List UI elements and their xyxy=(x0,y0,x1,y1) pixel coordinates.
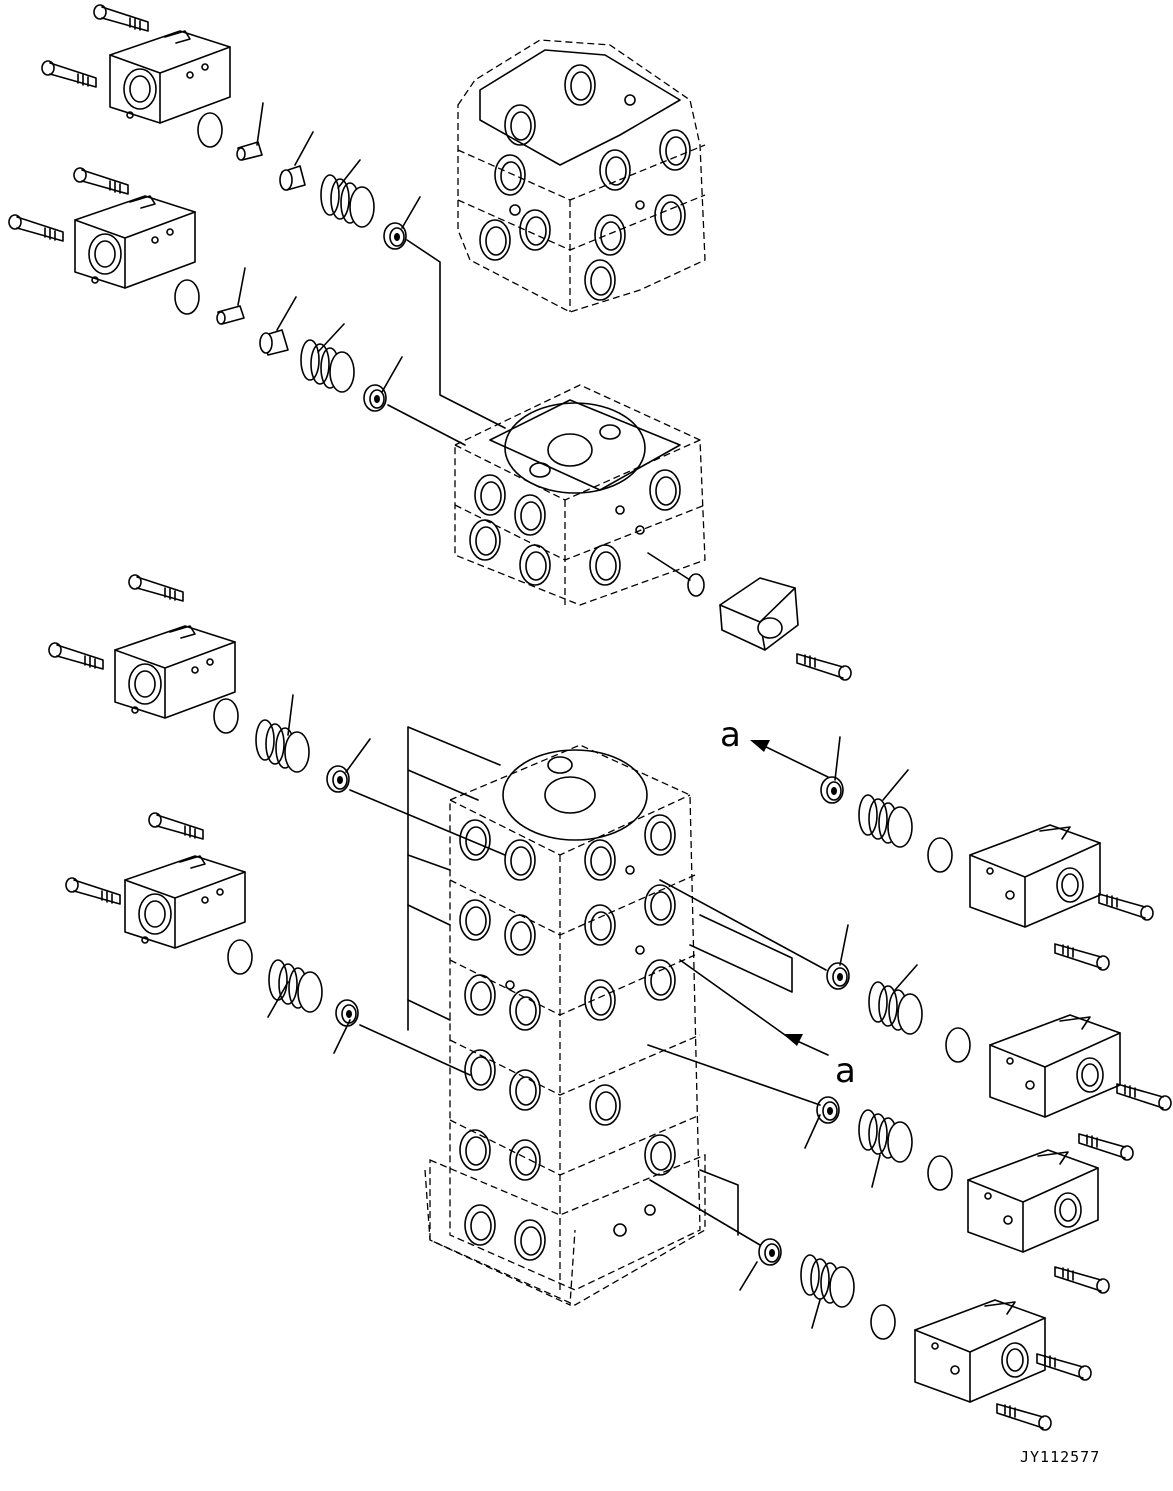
left-seals xyxy=(326,222,407,1027)
callout-a-top: a xyxy=(720,715,741,755)
left-caps xyxy=(74,30,246,949)
left-bolts xyxy=(8,4,204,905)
end-cap-small xyxy=(647,552,799,651)
right-seals xyxy=(758,776,850,1266)
callout-a-bottom: a xyxy=(835,1051,856,1091)
top-valve-block xyxy=(457,39,706,313)
lower-valve-stack xyxy=(424,744,706,1306)
middle-valve-block xyxy=(454,384,706,606)
drawing-number: JY112577 xyxy=(1020,1448,1100,1466)
right-caps xyxy=(914,824,1121,1403)
direction-arrows xyxy=(750,740,829,1056)
pistons xyxy=(216,141,306,356)
left-leaders xyxy=(237,102,506,1076)
left-springs xyxy=(255,174,375,1013)
right-orings xyxy=(870,837,971,1340)
right-leaders xyxy=(647,736,918,1329)
